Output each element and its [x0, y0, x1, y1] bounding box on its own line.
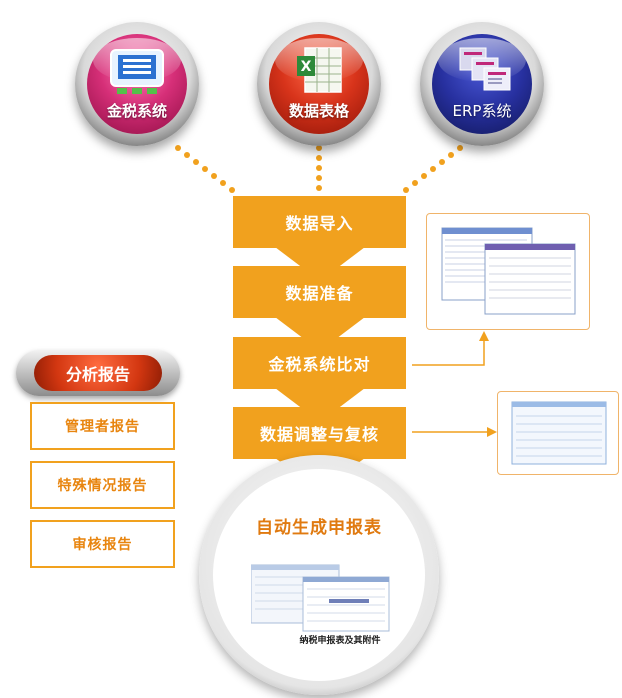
- step-data-prep: 数据准备: [233, 266, 406, 318]
- erp-stack-icon: [459, 47, 511, 91]
- output-title: 自动生成申报表: [256, 518, 382, 538]
- spreadsheet-icon: X: [297, 47, 342, 93]
- source-spreadsheet: X 数据表格: [257, 22, 381, 146]
- analysis-report-title: 分析报告: [34, 355, 162, 391]
- tax-form-screenshot-image: [251, 564, 390, 632]
- window-screenshot-image: [441, 227, 576, 315]
- screenshot-thumbnail-compare: [426, 213, 590, 330]
- analysis-report-badge: 分析报告: [16, 350, 180, 396]
- source-erp: ERP系统: [420, 22, 544, 146]
- report-manager: 管理者报告: [30, 402, 175, 450]
- source-label: 金税系统: [106, 102, 167, 120]
- svg-text:X: X: [301, 59, 312, 75]
- report-special-case: 特殊情况报告: [30, 461, 175, 509]
- screenshot-arrows: [412, 340, 488, 433]
- report-audit: 审核报告: [30, 520, 175, 568]
- window-screenshot-image: [511, 401, 607, 465]
- step-tax-compare: 金税系统比对: [233, 337, 406, 389]
- source-label: ERP系统: [452, 102, 512, 120]
- source-label: 数据表格: [288, 102, 349, 120]
- tax-system-icon: [110, 49, 164, 94]
- output-caption: 纳税申报表及其附件: [299, 636, 381, 646]
- dotted-connectors: [175, 145, 463, 193]
- step-adjust-review: 数据调整与复核: [233, 407, 406, 459]
- step-data-import: 数据导入: [233, 196, 406, 248]
- source-tax-system: 金税系统: [75, 22, 199, 146]
- screenshot-thumbnail-review: [497, 391, 619, 475]
